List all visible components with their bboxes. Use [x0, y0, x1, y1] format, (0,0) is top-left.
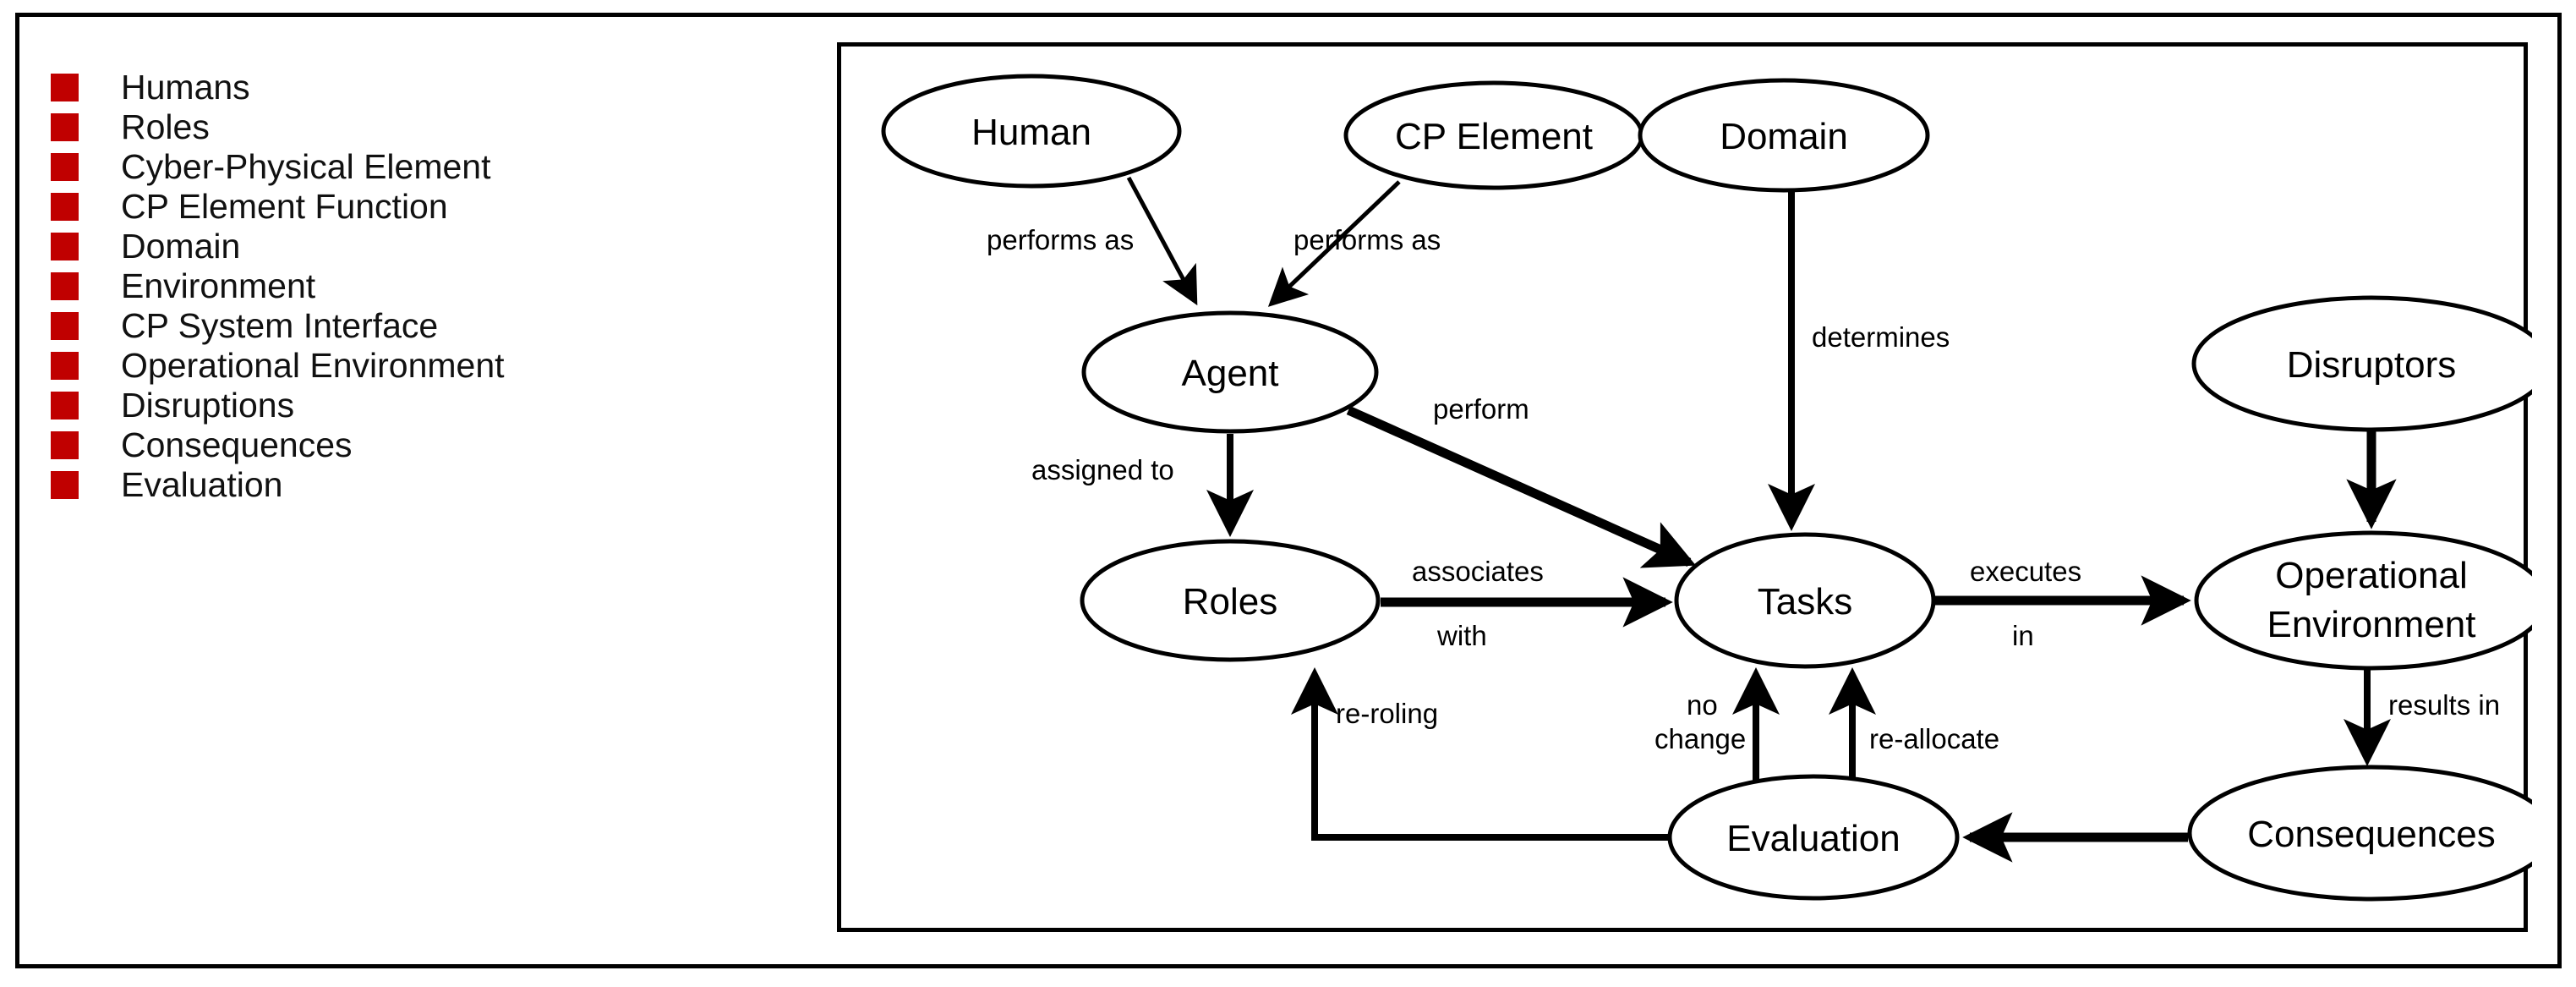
- legend-item-label: CP Element Function: [121, 187, 448, 226]
- legend-item-label: Domain: [121, 227, 241, 266]
- node-label-cp-element: CP Element: [1395, 116, 1593, 157]
- edge-label-change: change: [1654, 723, 1746, 754]
- bullet-square-icon: [51, 193, 79, 221]
- node-cp-element[interactable]: CP Element: [1343, 80, 1644, 190]
- legend-item-label: Consequences: [121, 425, 353, 464]
- list-item: Roles: [51, 107, 795, 147]
- legend-item-label: Humans: [121, 68, 250, 107]
- edge-label-results-in: results in: [2388, 689, 2500, 721]
- list-item: Evaluation: [51, 465, 795, 505]
- node-label-human: Human: [971, 112, 1091, 153]
- list-item: CP System Interface: [51, 306, 795, 346]
- legend-item-label: CP System Interface: [121, 306, 439, 345]
- edge-label-re-roling: re-roling: [1336, 698, 1438, 729]
- edge-evaluation-tasks-nochange: no change: [1654, 667, 1780, 781]
- edge-evaluation-tasks-reallocate: re-allocate: [1829, 667, 1999, 781]
- bullet-square-icon: [51, 113, 79, 141]
- node-label-environment: Environment: [2267, 604, 2475, 645]
- edge-agent-roles: assigned to: [1031, 434, 1254, 537]
- node-disruptors[interactable]: Disruptors: [2191, 295, 2532, 432]
- edge-label-determines: determines: [1812, 321, 1950, 353]
- legend-item-label: Operational Environment: [121, 346, 505, 385]
- node-evaluation[interactable]: Evaluation: [1667, 774, 1960, 901]
- bullet-square-icon: [51, 431, 79, 459]
- edge-label-perform: perform: [1433, 393, 1529, 425]
- bullet-square-icon: [51, 352, 79, 380]
- edge-label-re-allocate: re-allocate: [1869, 723, 1999, 754]
- bullet-square-icon: [51, 312, 79, 340]
- legend-item-label: Evaluation: [121, 465, 283, 504]
- bullet-square-icon: [51, 471, 79, 499]
- edge-opsenv-consequences: results in: [2344, 668, 2500, 766]
- edge-human-agent: performs as: [987, 176, 1198, 306]
- edge-cpelement-agent: performs as: [1267, 180, 1441, 307]
- node-roles[interactable]: Roles: [1080, 539, 1381, 662]
- bullet-square-icon: [51, 392, 79, 419]
- node-label-roles: Roles: [1183, 581, 1278, 622]
- node-tasks[interactable]: Tasks: [1674, 532, 1936, 669]
- node-label-consequences: Consequences: [2247, 814, 2496, 855]
- node-label-domain: Domain: [1720, 116, 1848, 157]
- node-label-tasks: Tasks: [1758, 581, 1852, 622]
- edge-agent-tasks: perform: [1346, 393, 1697, 568]
- legend-item-label: Environment: [121, 266, 316, 305]
- edge-domain-tasks: determines: [1768, 190, 1950, 531]
- bullet-square-icon: [51, 153, 79, 181]
- node-label-disruptors: Disruptors: [2287, 344, 2457, 386]
- node-domain[interactable]: Domain: [1638, 78, 1930, 193]
- list-item: Consequences: [51, 425, 795, 465]
- legend-list: Humans Roles Cyber-Physical Element CP E…: [51, 68, 795, 505]
- edge-label-associates: associates: [1412, 556, 1544, 587]
- node-human[interactable]: Human: [881, 74, 1182, 189]
- edge-label-executes: executes: [1970, 556, 2081, 587]
- edge-label-in: in: [2012, 620, 2034, 651]
- edge-tasks-opsenv: executes in: [1933, 556, 2191, 651]
- bullet-square-icon: [51, 233, 79, 260]
- legend-item-label: Cyber-Physical Element: [121, 147, 491, 186]
- list-item: Environment: [51, 266, 795, 306]
- list-item: Cyber-Physical Element: [51, 147, 795, 187]
- edge-label-performs-as-cp: performs as: [1293, 224, 1441, 255]
- edge-roles-tasks: associates with: [1381, 556, 1673, 651]
- node-label-evaluation: Evaluation: [1726, 818, 1900, 859]
- list-item: CP Element Function: [51, 187, 795, 227]
- edge-label-with: with: [1436, 620, 1487, 651]
- list-item: Operational Environment: [51, 346, 795, 386]
- node-agent[interactable]: Agent: [1081, 310, 1379, 434]
- edge-label-assigned-to: assigned to: [1031, 454, 1174, 485]
- list-item: Humans: [51, 68, 795, 107]
- legend-item-label: Disruptions: [121, 386, 295, 425]
- edge-label-performs-as-human: performs as: [987, 224, 1134, 255]
- edge-label-no: no: [1687, 689, 1718, 721]
- list-item: Disruptions: [51, 386, 795, 425]
- bullet-square-icon: [51, 74, 79, 101]
- bullet-square-icon: [51, 272, 79, 300]
- node-operational-environment[interactable]: Operational Environment: [2194, 530, 2532, 671]
- edge-evaluation-roles-reroling: re-roling: [1291, 667, 1670, 841]
- node-label-operational: Operational: [2275, 555, 2467, 596]
- legend-item-label: Roles: [121, 107, 210, 146]
- diagram-panel: performs as performs as determines perfo…: [837, 42, 2532, 932]
- list-item: Domain: [51, 227, 795, 266]
- node-label-agent: Agent: [1182, 353, 1279, 394]
- node-consequences[interactable]: Consequences: [2187, 765, 2532, 902]
